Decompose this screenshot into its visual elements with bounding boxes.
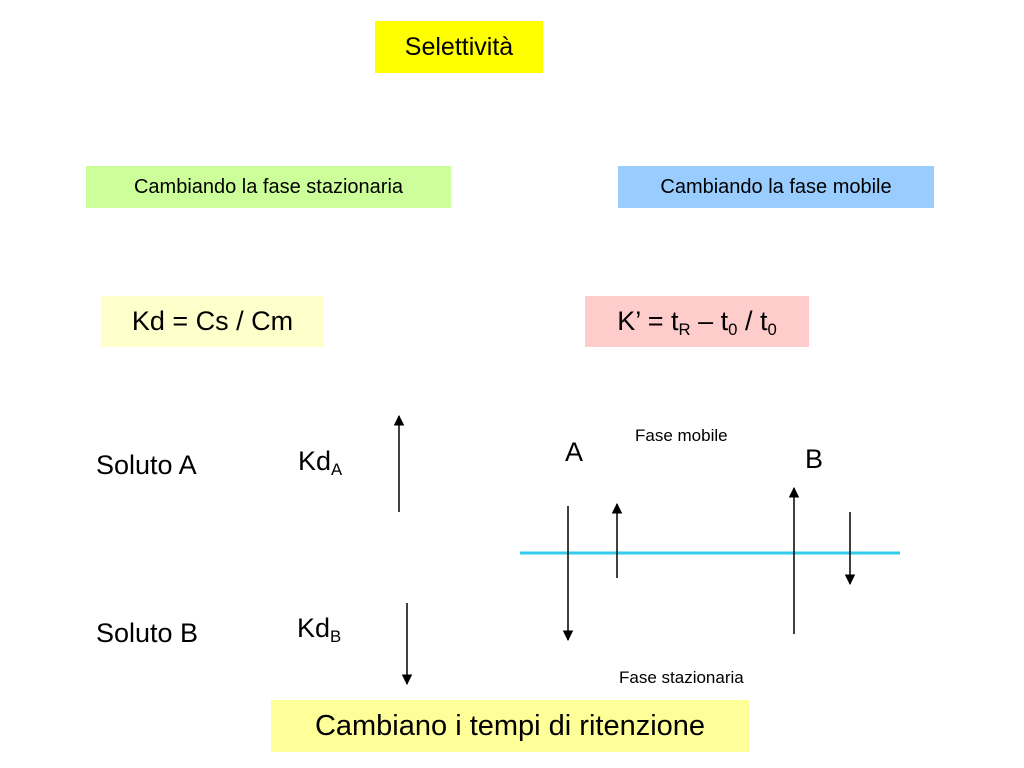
kprime-sub-0b: 0: [767, 320, 777, 340]
solute-b-label: Soluto B: [96, 618, 199, 648]
peak-b-label: B: [805, 444, 824, 474]
kprime-rest: / t: [737, 306, 768, 336]
mobile-phase-label: Fase mobile: [635, 426, 728, 445]
kd-formula: Kd = Cs / Cm: [101, 296, 324, 347]
stationary-phase-label: Fase stazionaria: [619, 668, 744, 687]
kprime-mid: – t: [690, 306, 729, 336]
peak-a-label: A: [565, 437, 584, 467]
kd-b-sub: B: [330, 627, 342, 647]
kprime-lhs: K’ = t: [617, 306, 679, 336]
kd-a-base: Kd: [298, 446, 332, 476]
solute-a-label: Soluto A: [96, 450, 197, 480]
stationary-phase-heading: Cambiando la fase stazionaria: [86, 166, 451, 208]
kprime-sub-r: R: [678, 320, 691, 340]
slide-title: Selettività: [375, 21, 543, 73]
kprime-sub-0a: 0: [728, 320, 738, 340]
kd-b-base: Kd: [297, 613, 331, 643]
kd-b-label: KdB: [297, 613, 342, 647]
kd-a-sub: A: [331, 460, 343, 480]
kprime-formula: K’ = tR – t0 / t0: [585, 296, 809, 347]
conclusion-box: Cambiano i tempi di ritenzione: [271, 700, 749, 752]
mobile-phase-heading: Cambiando la fase mobile: [618, 166, 934, 208]
kd-a-label: KdA: [298, 446, 343, 480]
